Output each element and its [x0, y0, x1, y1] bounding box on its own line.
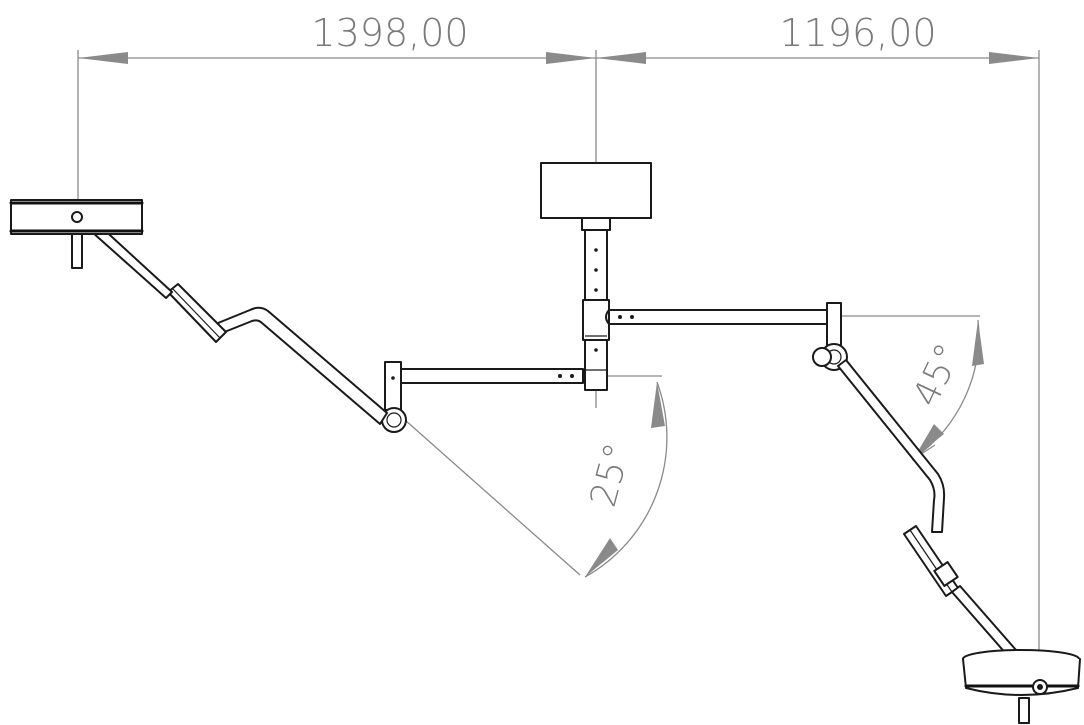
arrowhead — [78, 52, 128, 64]
screw — [558, 374, 562, 378]
right-angle-label: 45° — [906, 338, 970, 413]
screw — [570, 374, 574, 378]
right-spring-arm — [837, 359, 946, 533]
center-column-hub — [582, 299, 610, 341]
angle-reference-line — [404, 419, 581, 576]
right-head-pivot-center — [1037, 684, 1043, 690]
arrowhead — [596, 52, 646, 64]
left-width-label: 1398,00 — [311, 11, 468, 55]
angle-arc-left — [584, 381, 668, 578]
arrowhead — [651, 382, 665, 428]
left-sterile-handle — [71, 233, 83, 269]
screw — [594, 348, 598, 352]
left-spring-arm — [217, 306, 388, 425]
screw — [594, 248, 598, 252]
canopy-collar — [581, 217, 611, 231]
handle-line — [171, 287, 221, 339]
arrowhead — [546, 52, 596, 64]
left-angle-label: 25° — [583, 439, 639, 511]
left-head-arm — [91, 225, 173, 299]
right-light-head-body — [962, 658, 1081, 696]
left-head-center-knob — [71, 211, 83, 223]
screw — [630, 315, 634, 319]
left-pivot-inner — [386, 412, 402, 428]
ceiling-mount — [540, 162, 652, 391]
screw — [391, 376, 395, 380]
left-arm-assembly — [9, 199, 584, 433]
left-extension-arm — [394, 368, 584, 384]
center-column-lower — [584, 339, 608, 391]
left-arm-joint — [384, 361, 402, 411]
screw — [618, 315, 622, 319]
arrowhead — [914, 424, 944, 458]
arrowhead — [585, 538, 618, 577]
right-arm-assembly — [605, 302, 1081, 724]
right-width-label: 1196,00 — [779, 11, 936, 55]
right-extension-arm — [608, 309, 835, 325]
arm-end-cap — [605, 309, 610, 325]
screw — [594, 268, 598, 272]
screw — [594, 288, 598, 292]
arrowhead — [972, 320, 984, 366]
handle-grip — [933, 561, 959, 587]
right-sterile-handle — [1018, 697, 1030, 724]
right-pivot-cap — [812, 347, 832, 367]
arrowhead — [989, 52, 1039, 64]
ceiling-canopy — [540, 162, 652, 219]
